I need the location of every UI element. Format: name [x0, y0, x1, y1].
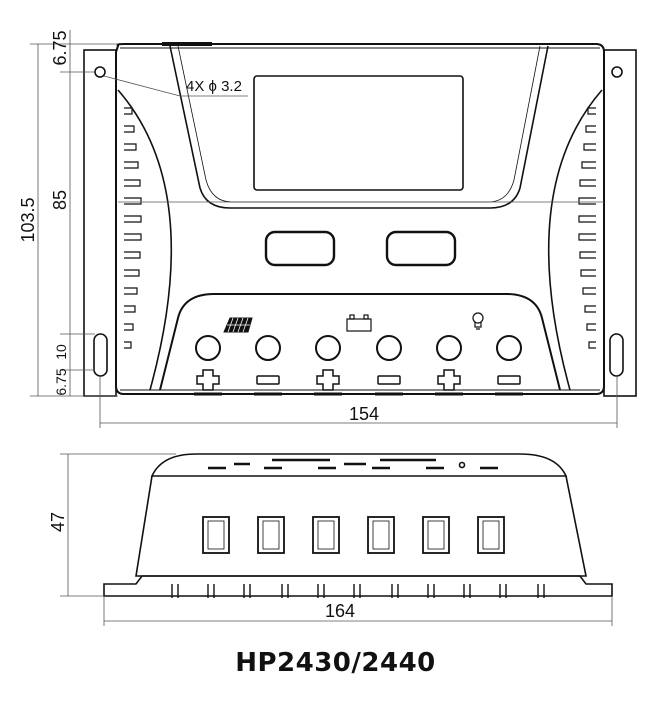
dim-side-width: 164: [325, 601, 355, 621]
mounting-slot-right: [609, 333, 624, 377]
front-dimension-lines: [30, 30, 618, 428]
battery-icon: [346, 314, 372, 332]
front-dimension-text: 103.5 85 6.75 10 6.75 154 4X ϕ 3.2: [18, 30, 379, 424]
left-vent-slots: [124, 107, 142, 349]
side-view: [103, 453, 613, 598]
left-mounting-flange: [83, 49, 117, 397]
dim-overall-height: 103.5: [18, 197, 38, 242]
lcd-window: [253, 75, 464, 191]
dim-top-offset: 6.75: [50, 30, 70, 65]
terminal-holes: [195, 335, 522, 361]
right-grille-panel: [547, 89, 603, 391]
dim-slot-height: 10: [53, 344, 69, 360]
polarity-symbols: [196, 369, 521, 391]
side-dimension-lines: [60, 453, 613, 626]
plus-symbol: [196, 369, 220, 391]
dim-width: 154: [349, 404, 379, 424]
left-grille-panel: [117, 89, 173, 391]
minus-symbol: [256, 375, 280, 385]
minus-symbol: [497, 375, 521, 385]
front-view: [83, 42, 637, 397]
minus-symbol: [377, 375, 401, 385]
housing-outline: [115, 43, 605, 395]
lightbulb-icon: [472, 312, 484, 330]
side-base-plate: [103, 575, 613, 597]
hole-callout: 4X ϕ 3.2: [186, 78, 242, 95]
right-vent-slots: [578, 107, 596, 349]
right-mounting-flange: [603, 49, 637, 397]
model-label: HP2430/2440: [235, 648, 436, 678]
right-button: [385, 230, 457, 267]
mounting-slot-left: [93, 333, 108, 377]
dim-bottom-offset: 6.75: [53, 368, 69, 395]
terminal-panel: [159, 293, 561, 391]
side-vent-windows: [202, 516, 505, 554]
side-dimension-text: 47 164: [48, 512, 355, 621]
dim-side-height: 47: [48, 512, 68, 532]
plus-symbol: [437, 369, 461, 391]
upper-panel: [169, 45, 549, 209]
left-button: [264, 230, 336, 267]
solar-panel-icon: [223, 317, 253, 333]
plus-symbol: [316, 369, 340, 391]
mounting-hole-top-right: [611, 66, 623, 78]
dim-hole-spacing: 85: [50, 190, 70, 210]
